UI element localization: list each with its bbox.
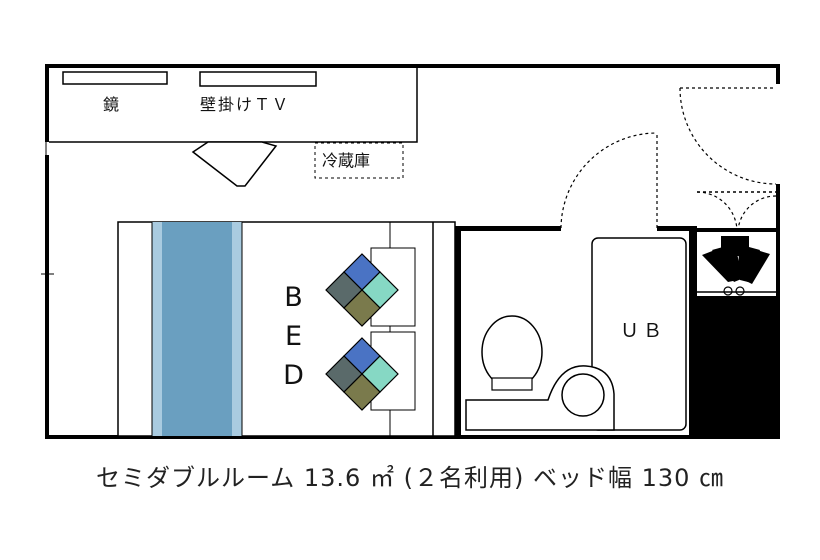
bed-label: BED [278, 282, 309, 399]
room-caption: セミダブルルーム 13.6 ㎡ (２名利用) ベッド幅 130 ㎝ [95, 464, 725, 492]
wash-basin [561, 373, 605, 417]
bed [117, 221, 456, 437]
wall-counter [49, 68, 418, 143]
closet [696, 191, 777, 436]
hangers [702, 236, 770, 284]
unit-bath-label: ＵＢ [620, 320, 667, 342]
bathroom-walls [455, 226, 697, 436]
entrance-door [679, 87, 777, 185]
toilet [481, 315, 543, 391]
mirror [62, 71, 168, 85]
vanity-counter [465, 365, 615, 431]
bathtub [591, 237, 687, 431]
floor-plan [41, 64, 780, 439]
refrigerator [314, 142, 404, 179]
wall-tv-label: 壁掛けＴＶ [200, 95, 291, 114]
closet-storage [697, 296, 776, 436]
wall-tv [199, 71, 317, 87]
refrigerator-label: 冷蔵庫 [322, 151, 371, 170]
desk-chair [191, 141, 278, 187]
exterior-walls [45, 64, 780, 439]
mirror-label: 鏡 [103, 95, 120, 114]
pillow-pattern-1 [325, 253, 399, 327]
bathroom-door [560, 132, 658, 229]
pillow-pattern-2 [325, 337, 399, 411]
bed-runner [162, 222, 232, 436]
